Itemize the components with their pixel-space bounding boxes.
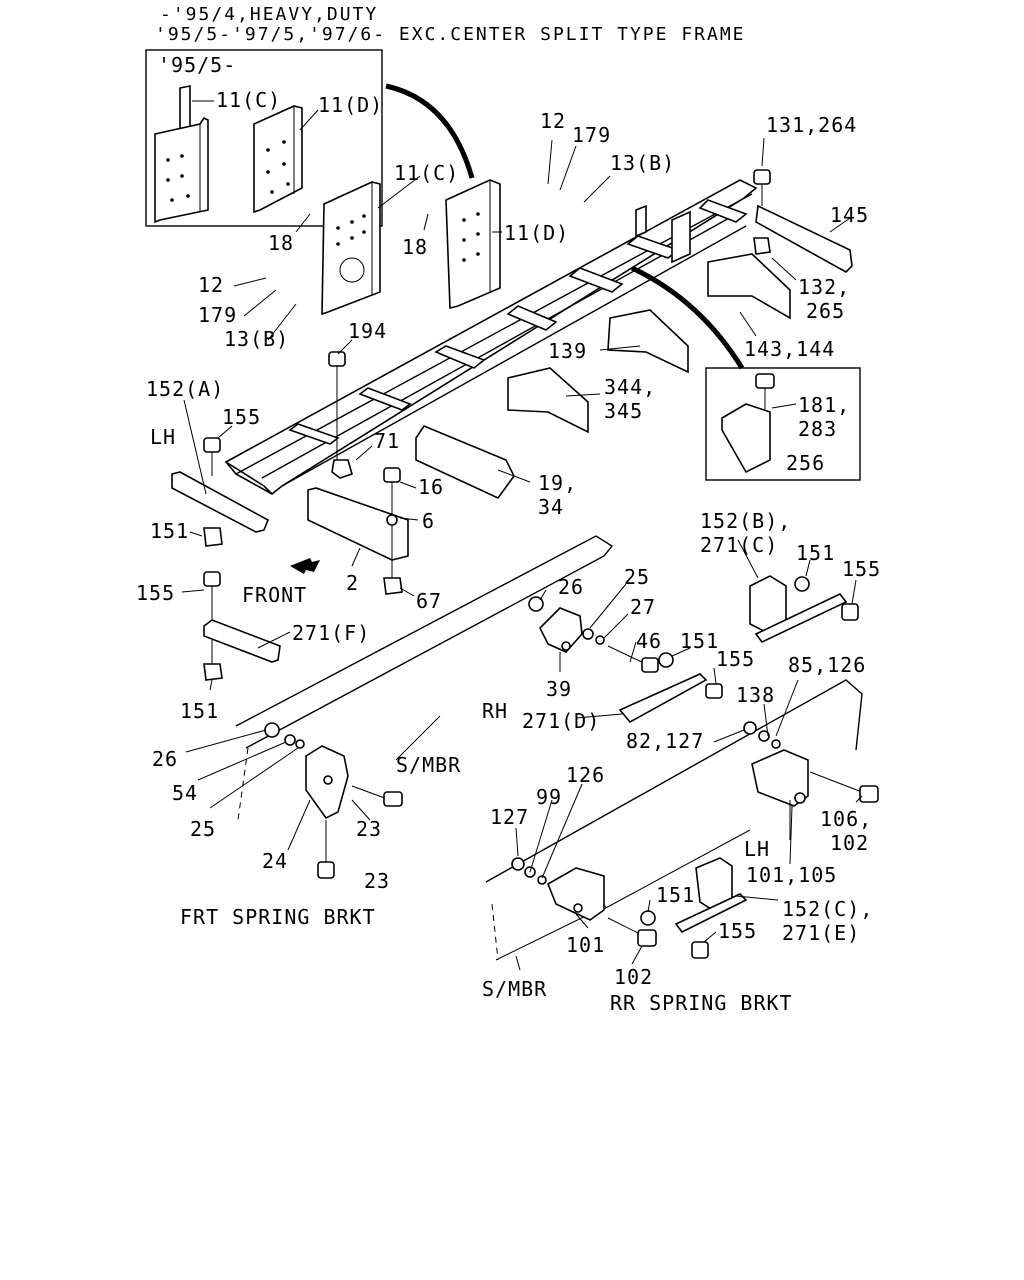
- pointer-arc-detail: [630, 265, 745, 370]
- callout-155-e: 155: [718, 919, 757, 943]
- callout-frt-spring: FRT SPRING BRKT: [180, 905, 376, 929]
- callout-2: 2: [346, 571, 359, 595]
- callout-271c: 271(C): [700, 533, 778, 557]
- callout-27: 27: [630, 595, 656, 619]
- callout-344: 344,: [604, 375, 656, 399]
- callout-194: 194: [348, 319, 387, 343]
- rh-bracket: [528, 596, 723, 724]
- callout-25: 25: [624, 565, 650, 589]
- callout-152c: 152(C),: [782, 897, 873, 921]
- callout-102: 102: [830, 831, 869, 855]
- plate-11d: [445, 179, 501, 310]
- callout-271d: 271(D): [522, 709, 600, 733]
- callout-155-c: 155: [136, 581, 175, 605]
- rear-spring-bracket: [743, 721, 879, 807]
- front-spring-bracket: [264, 722, 403, 879]
- callout-lh: LH: [150, 425, 176, 449]
- bracket-152b: [749, 575, 859, 644]
- inset-label-11d: 11(D): [318, 93, 383, 117]
- callout-265: 265: [806, 299, 845, 323]
- callout-34: 34: [538, 495, 564, 519]
- plate-11c: [321, 181, 381, 316]
- callout-19: 19,: [538, 471, 577, 495]
- callout-85-126: 85,126: [788, 653, 866, 677]
- callout-54: 54: [172, 781, 198, 805]
- callout-151-c: 151: [680, 629, 719, 653]
- callout-155-b: 155: [842, 557, 881, 581]
- detail-label-181: 181,: [798, 393, 850, 417]
- pointer-arc: [385, 83, 475, 179]
- callout-67: 67: [416, 589, 442, 613]
- callout-155-d: 155: [716, 647, 755, 671]
- callout-82-127: 82,127: [626, 729, 704, 753]
- callout-25-b: 25: [190, 817, 216, 841]
- callout-rr-spring: RR SPRING BRKT: [610, 991, 793, 1015]
- rear-spring-bracket-2: [511, 857, 748, 959]
- callout-138: 138: [736, 683, 775, 707]
- callout-26-b: 26: [152, 747, 178, 771]
- callout-24: 24: [262, 849, 288, 873]
- reinforcement-inset: '95/5- 11(C) 11(D): [145, 49, 383, 227]
- callout-152b: 152(B),: [700, 509, 791, 533]
- inset-title: '95/5-: [158, 53, 236, 77]
- callout-143-144: 143,144: [744, 337, 835, 361]
- callout-46: 46: [636, 629, 662, 653]
- callout-271f: 271(F): [292, 621, 370, 645]
- callout-155: 155: [222, 405, 261, 429]
- callout-26: 26: [558, 575, 584, 599]
- callout-18-a: 18: [268, 231, 294, 255]
- loose-parts: [171, 169, 853, 681]
- callout-151-d: 151: [180, 699, 219, 723]
- callout-127: 127: [490, 805, 529, 829]
- header-line-1: -'95/4,HEAVY,DUTY: [160, 4, 378, 25]
- callout-23: 23: [356, 817, 382, 841]
- callout-13b: 13(B): [610, 151, 675, 175]
- detail-inset: 181, 283 256: [705, 367, 861, 481]
- callout-18-b: 18: [402, 235, 428, 259]
- callout-151-e: 151: [656, 883, 695, 907]
- callout-179-b: 179: [198, 303, 237, 327]
- callout-12: 12: [540, 109, 566, 133]
- callout-139: 139: [548, 339, 587, 363]
- callout-smbr: S/MBR: [396, 753, 461, 777]
- callout-11c: 11(C): [394, 161, 459, 185]
- callout-6: 6: [422, 509, 435, 533]
- leader-lines: [181, 137, 863, 971]
- callout-23-b: 23: [364, 869, 390, 893]
- callout-152a: 152(A): [146, 377, 224, 401]
- callout-13b-b: 13(B): [224, 327, 289, 351]
- callout-101-105: 101,105: [746, 863, 837, 887]
- callout-39: 39: [546, 677, 572, 701]
- callout-102-b: 102: [614, 965, 653, 989]
- callout-151-b: 151: [796, 541, 835, 565]
- side-members: [235, 535, 863, 961]
- main-frame: [224, 179, 758, 495]
- callout-145: 145: [830, 203, 869, 227]
- callout-271e: 271(E): [782, 921, 860, 945]
- callout-front: FRONT: [242, 583, 307, 607]
- callout-345: 345: [604, 399, 643, 423]
- callout-99: 99: [536, 785, 562, 809]
- header-line-2: '95/5-'97/5,'97/6- EXC.CENTER SPLIT TYPE…: [155, 24, 746, 45]
- callout-11d: 11(D): [504, 221, 569, 245]
- callout-smbr-b: S/MBR: [482, 977, 547, 1001]
- callout-16: 16: [418, 475, 444, 499]
- detail-label-283: 283: [798, 417, 837, 441]
- callout-151: 151: [150, 519, 189, 543]
- callout-106: 106,: [820, 807, 872, 831]
- callout-126: 126: [566, 763, 605, 787]
- callout-12-b: 12: [198, 273, 224, 297]
- inset-label-11c: 11(C): [216, 88, 281, 112]
- callout-132: 132,: [798, 275, 850, 299]
- callouts: 12 179 13(B) 131,264 11(C) 145 18 18 11(…: [136, 109, 881, 1015]
- callout-179: 179: [572, 123, 611, 147]
- callout-rh: RH: [482, 699, 508, 723]
- callout-71: 71: [374, 429, 400, 453]
- callout-lh-b: LH: [744, 837, 770, 861]
- detail-label-256: 256: [786, 451, 825, 475]
- callout-131-264: 131,264: [766, 113, 857, 137]
- callout-101: 101: [566, 933, 605, 957]
